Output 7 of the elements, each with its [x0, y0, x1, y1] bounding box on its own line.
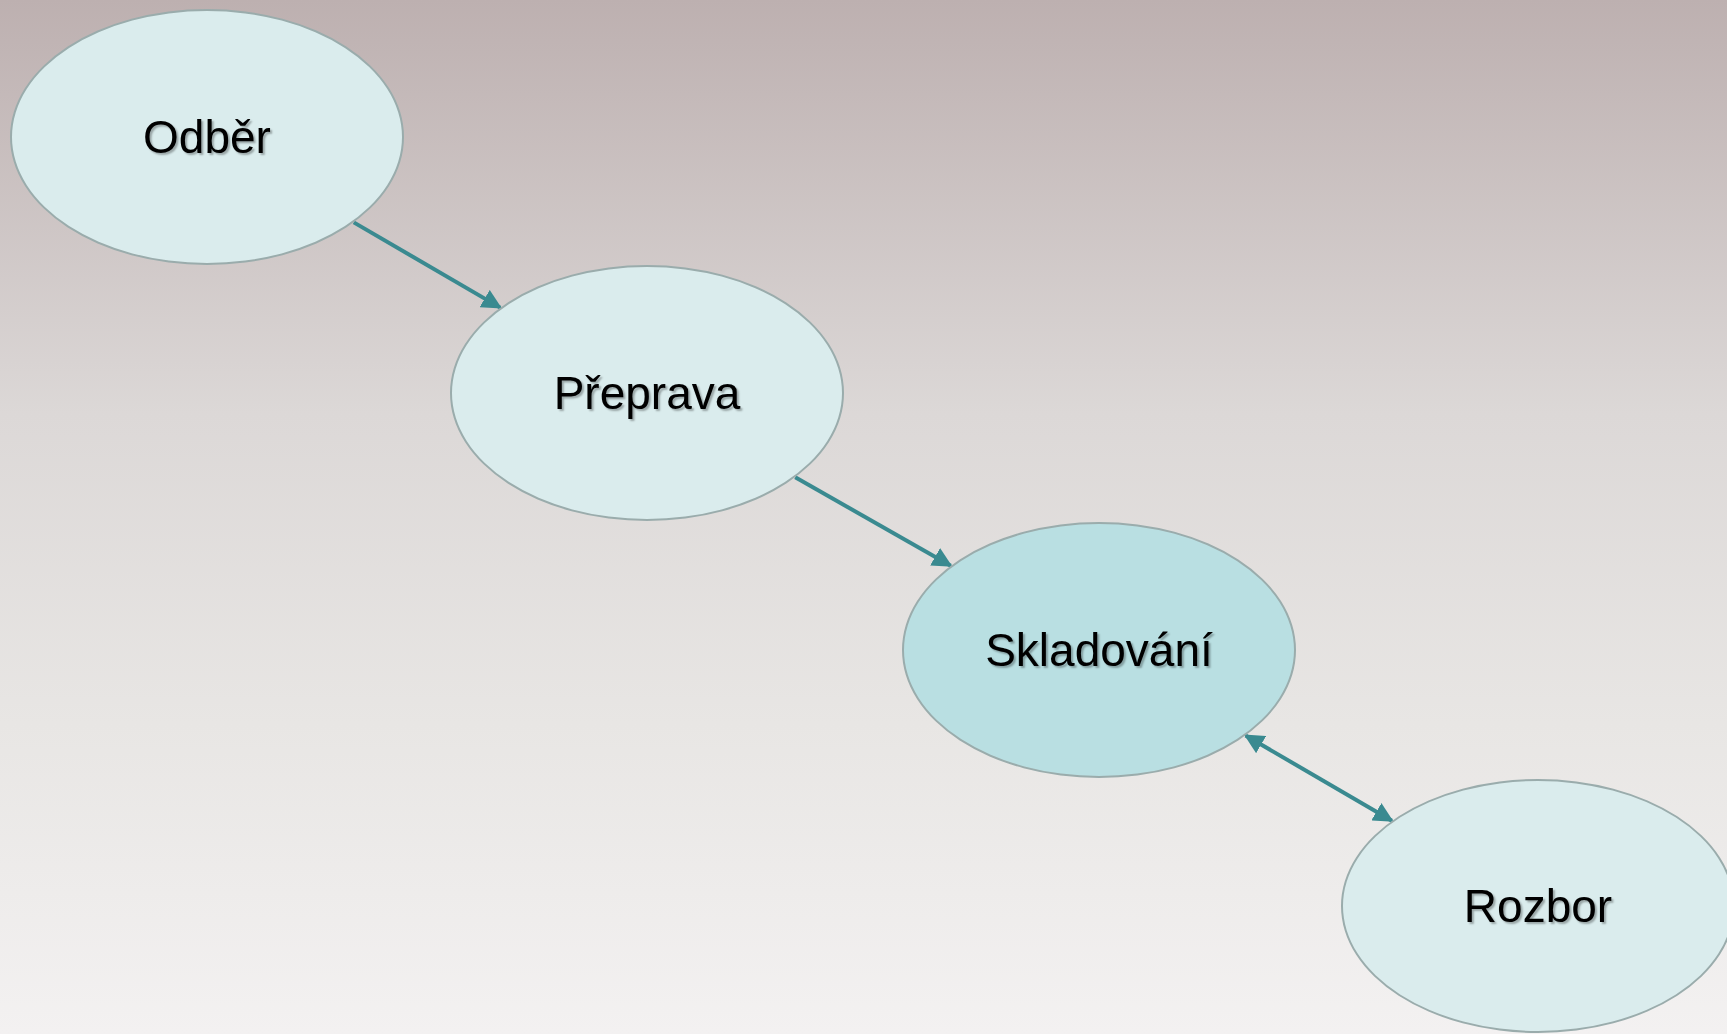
- arrow: [352, 220, 502, 310]
- node-label: Rozbor: [1463, 879, 1613, 933]
- node-label: Odběr: [143, 110, 271, 164]
- node-label: Skladování: [985, 623, 1213, 677]
- arrow: [794, 475, 953, 568]
- arrow: [1243, 733, 1394, 823]
- node-label: Přeprava: [553, 366, 741, 420]
